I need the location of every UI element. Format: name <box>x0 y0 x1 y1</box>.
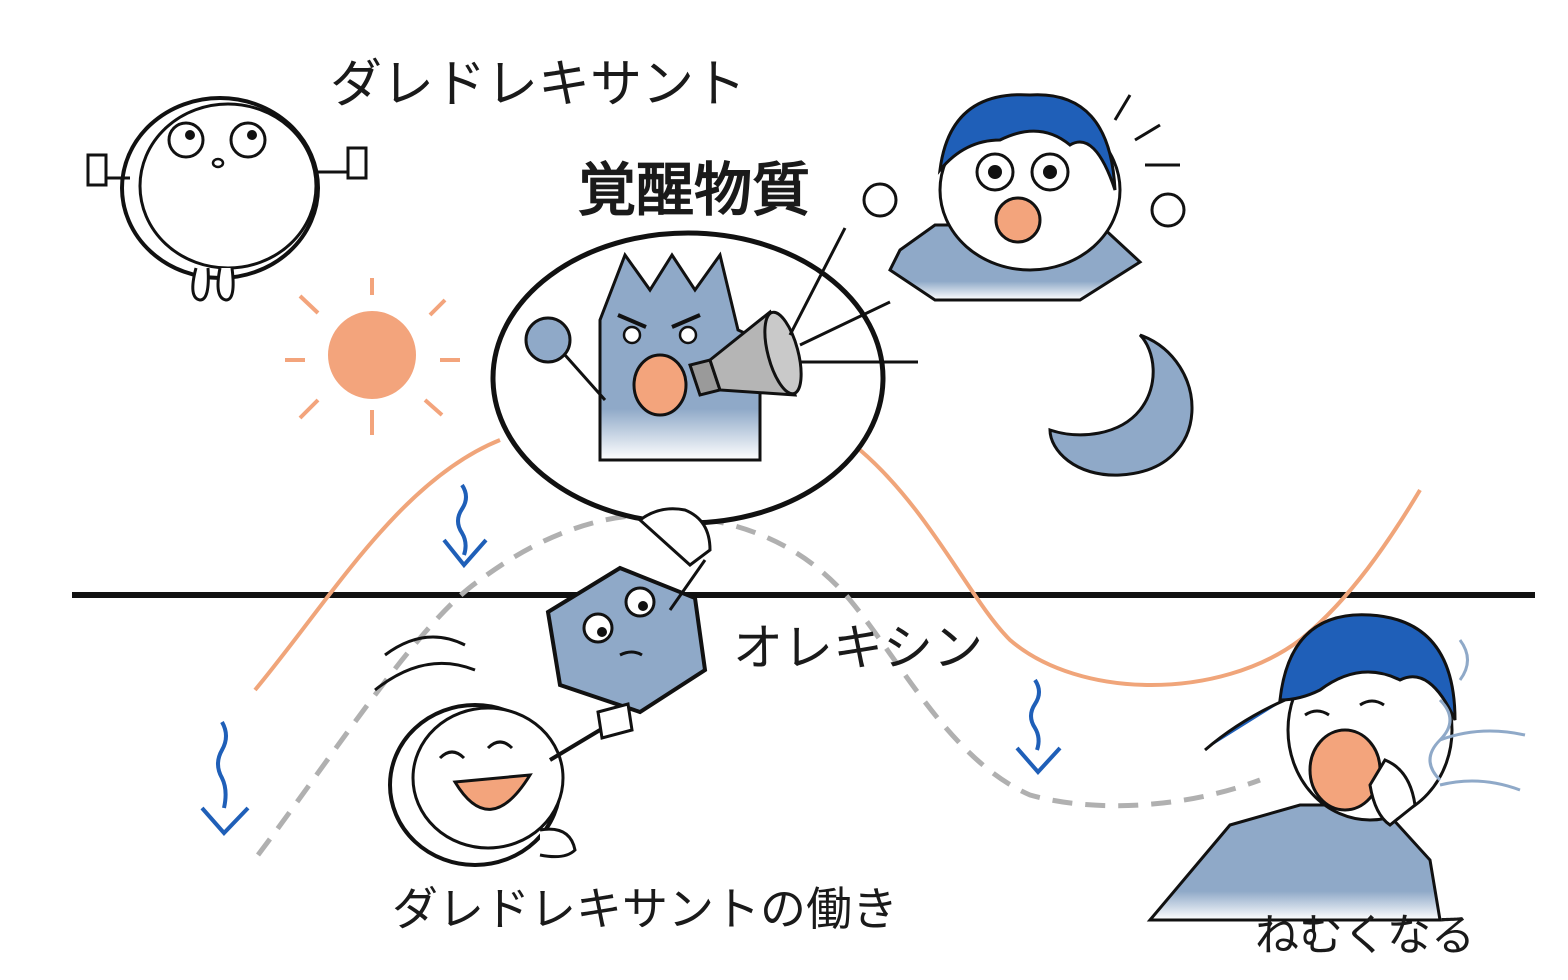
darledrexant-action-character <box>374 635 634 867</box>
orexin-character <box>545 507 712 715</box>
sleepy-person <box>1146 613 1526 922</box>
wavy-down-arrow-icon <box>1015 678 1062 775</box>
megaphone-icon <box>688 227 918 397</box>
drug-action-label: ダレドレキサントの働き <box>392 882 898 936</box>
orexin-label: オレキシン <box>733 619 983 677</box>
top-character-label: ダレドレキサント <box>330 55 746 115</box>
wavy-down-arrow-icon <box>442 483 488 569</box>
waking-level-curve <box>253 438 1422 692</box>
darledrexant-character <box>86 96 368 302</box>
waking-substance-label: 覚醒物質 <box>578 156 810 224</box>
moon-icon <box>1048 333 1194 477</box>
waking-substance-bubble <box>490 230 886 526</box>
awake-person <box>862 93 1186 302</box>
wavy-down-arrow-icon <box>200 721 250 836</box>
sun-icon <box>285 278 460 435</box>
sleepy-label: ねむくなる <box>1255 910 1475 961</box>
